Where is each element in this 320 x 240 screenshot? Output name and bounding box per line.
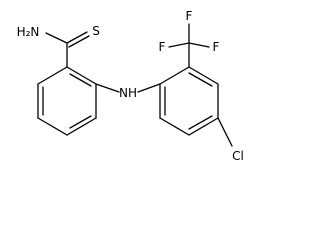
ring-right-bond-4 xyxy=(188,117,219,136)
ring-left-double-1 xyxy=(69,73,92,87)
ring-right-bond-5 xyxy=(159,117,190,136)
ring-right-bond-1 xyxy=(159,66,190,85)
bond-ring-nh xyxy=(95,83,120,93)
bond-c-f-left xyxy=(168,42,190,48)
amine-bridge xyxy=(95,83,161,93)
trifluoromethyl-group xyxy=(168,23,210,68)
nh-label: NH xyxy=(119,86,137,100)
ring-left-bond-6 xyxy=(37,66,68,85)
ring-left-bond-4 xyxy=(37,117,68,136)
benzene-ring-left xyxy=(37,66,97,136)
chemical-structure-diagram: H₂N S NH F F F Cl xyxy=(17,9,244,163)
ring-right-double-1 xyxy=(188,72,213,87)
ring-right-double-2 xyxy=(188,115,213,130)
thioamide-group xyxy=(45,31,90,68)
benzene-ring-right xyxy=(159,66,219,136)
bond-c-s-1 xyxy=(66,31,88,44)
ring-right-bond-2 xyxy=(188,66,219,85)
bond-c-nh2 xyxy=(45,32,68,44)
fluorine-left-label: F xyxy=(159,40,166,54)
bond-nh-ring xyxy=(137,83,161,93)
ring-left-bond-1 xyxy=(66,66,97,85)
ring-left-bond-3 xyxy=(66,117,97,136)
nh2-label: H₂N xyxy=(17,25,40,39)
bond-c-f-right xyxy=(188,42,210,48)
fluorine-top-label: F xyxy=(186,9,193,23)
fluorine-right-label: F xyxy=(213,40,220,54)
bond-ring-cl xyxy=(217,117,233,147)
chlorine-label: Cl xyxy=(232,149,244,163)
sulfur-label: S xyxy=(92,24,100,38)
ring-left-double-2 xyxy=(69,115,92,129)
bond-c-s-2 xyxy=(68,35,90,48)
